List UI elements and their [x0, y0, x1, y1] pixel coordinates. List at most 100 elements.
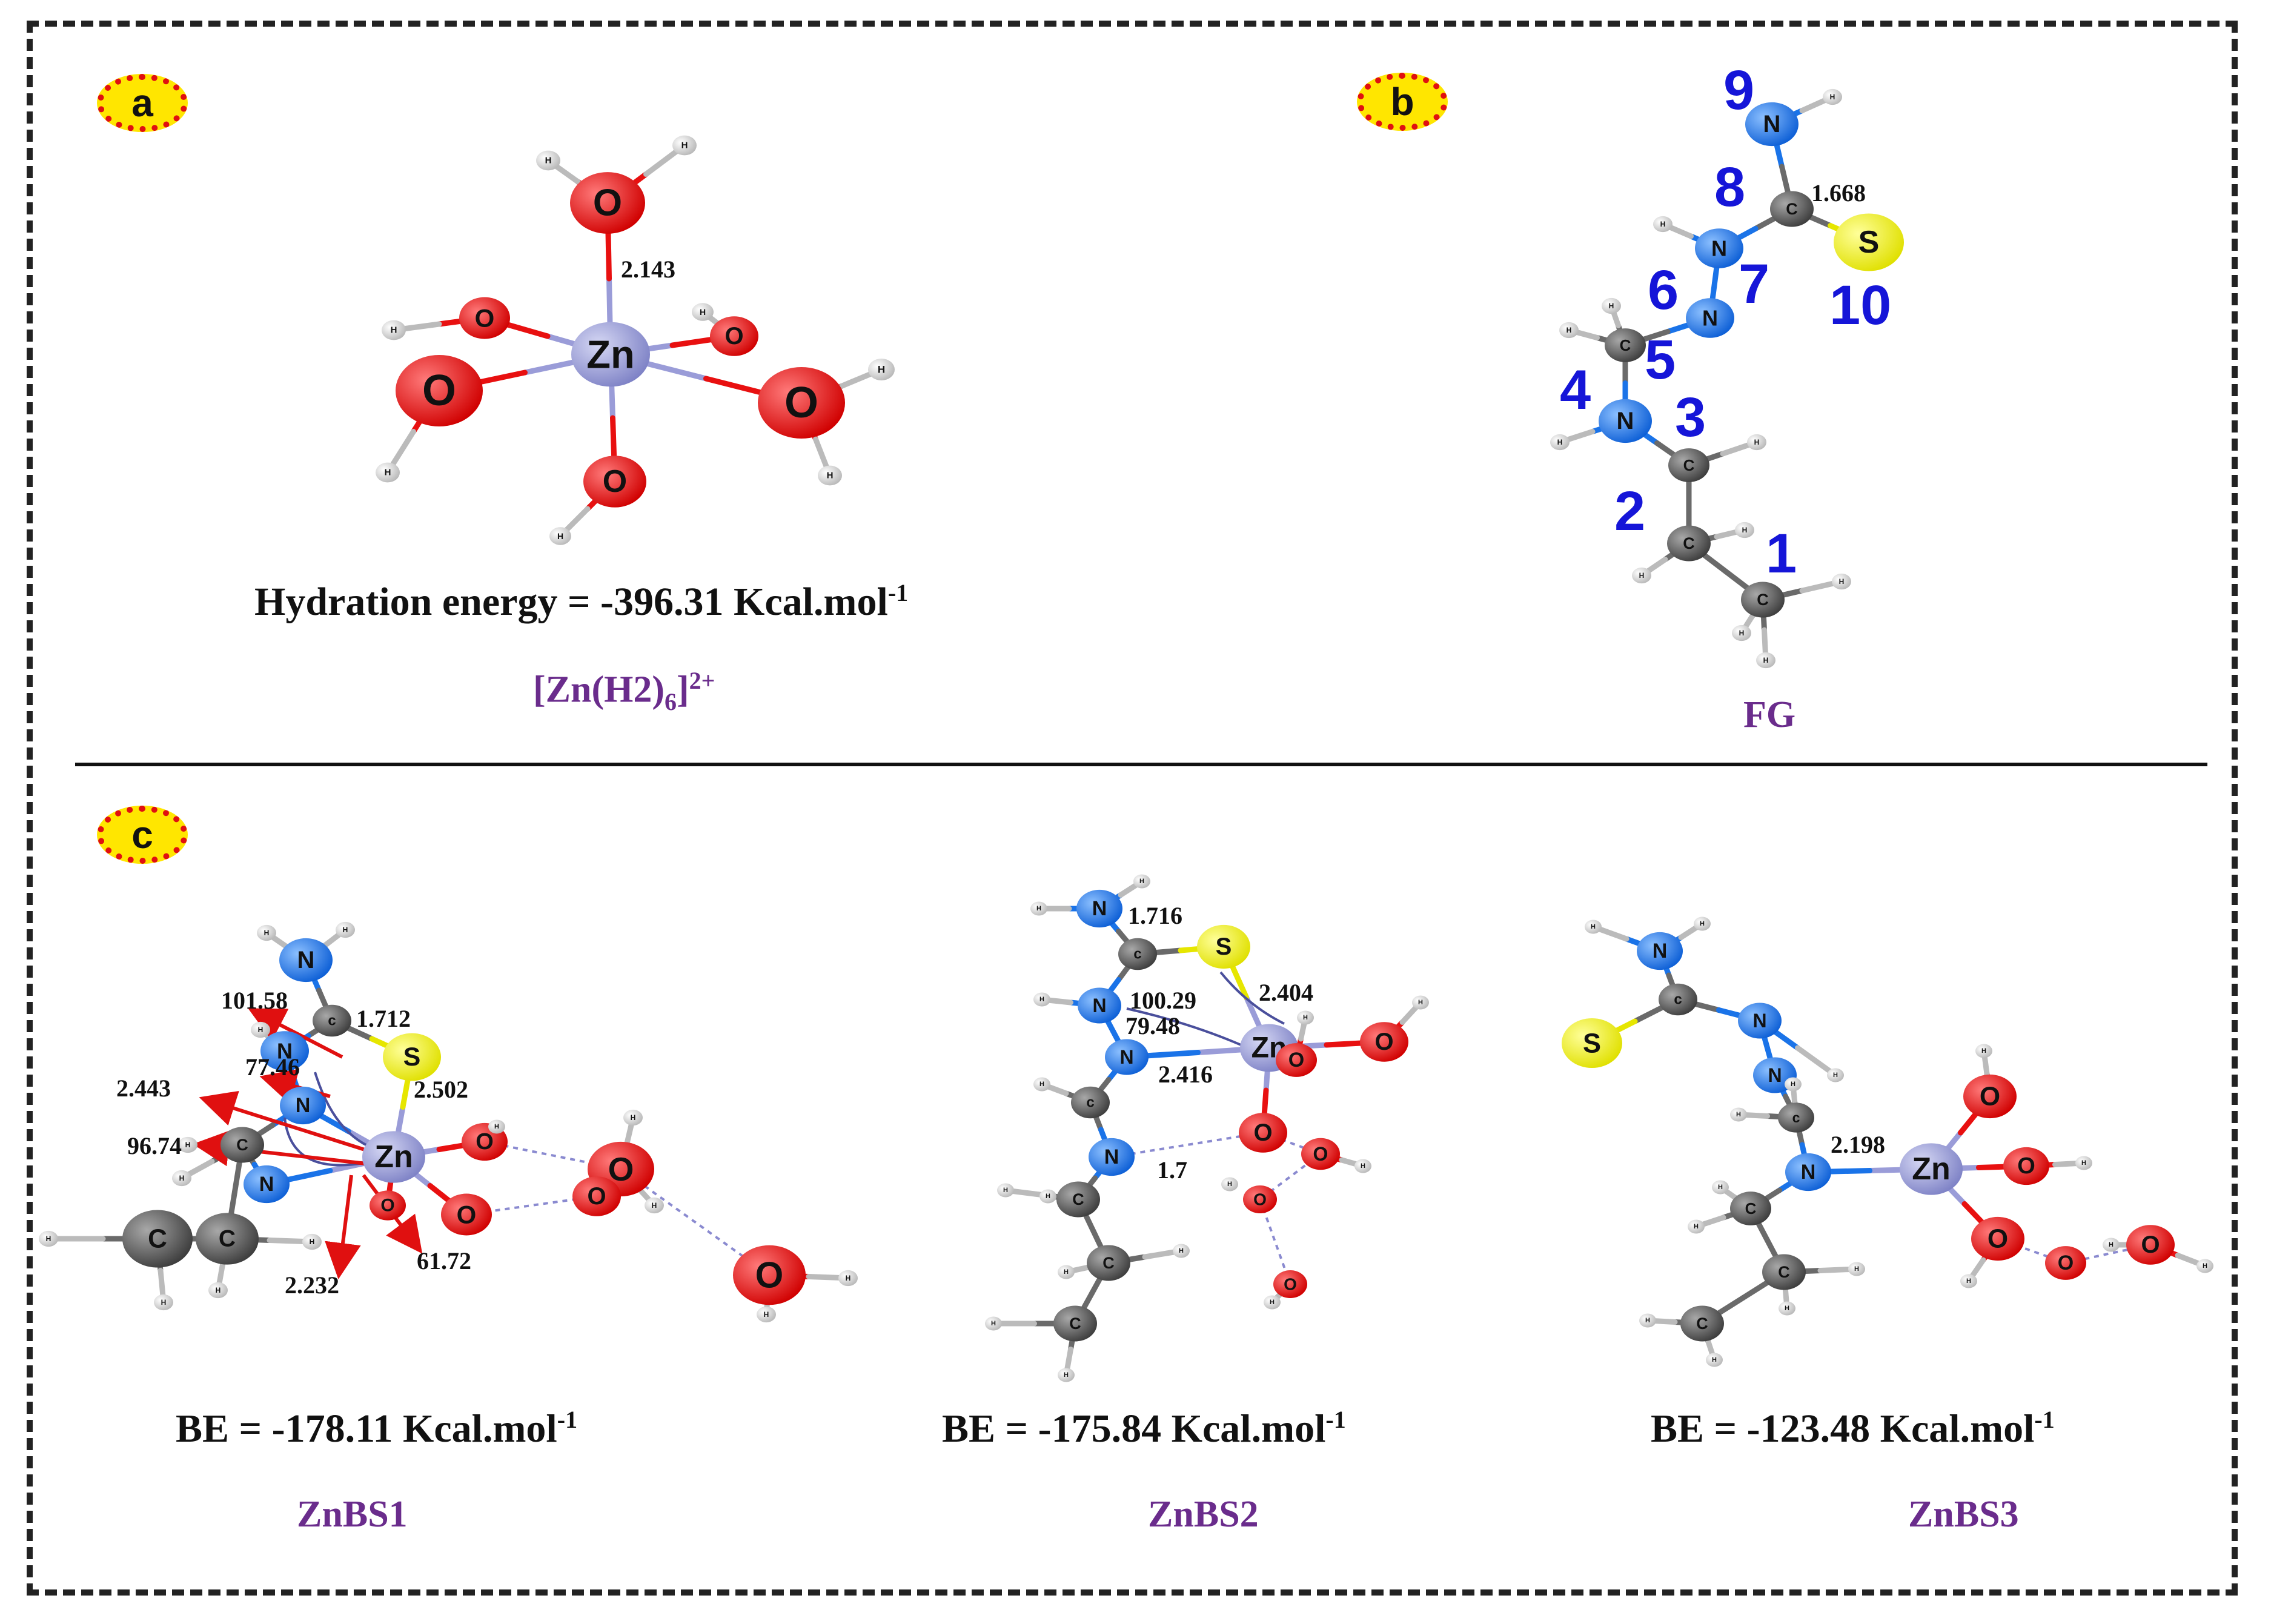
- hydrogen-atom: H: [2196, 1259, 2213, 1273]
- svg-text:Zn: Zn: [586, 333, 634, 377]
- hydrogen-atom: H: [1173, 1244, 1190, 1258]
- hydrogen-atom: H: [672, 135, 697, 156]
- svg-text:O: O: [422, 366, 456, 415]
- carbon-atom: C: [1741, 582, 1785, 618]
- svg-text:N: N: [1801, 1161, 1816, 1184]
- carbon-atom: C: [220, 1127, 264, 1163]
- carbon-atom: c: [1071, 1086, 1110, 1119]
- svg-text:H: H: [1742, 526, 1748, 534]
- hydrogen-atom: H: [172, 1170, 191, 1187]
- oxygen-atom: O: [1963, 1074, 2017, 1119]
- svg-text:O: O: [593, 182, 622, 224]
- svg-text:N: N: [297, 947, 315, 973]
- hydrogen-atom: H: [1639, 1313, 1656, 1328]
- hydrogen-atom: H: [1030, 901, 1047, 916]
- hydrogen-atom: H: [1354, 1159, 1371, 1173]
- svg-text:N: N: [1617, 408, 1634, 434]
- nitrogen-atom: N: [280, 1086, 326, 1125]
- section-divider: [75, 763, 2207, 766]
- sulfur-atom: S: [383, 1033, 441, 1081]
- svg-text:H: H: [1566, 326, 1572, 334]
- svg-text:S: S: [1216, 933, 1232, 960]
- hydrogen-atom: H: [757, 1306, 776, 1323]
- carbon-atom: C: [1053, 1305, 1097, 1342]
- oxygen-atom: O: [370, 1190, 406, 1221]
- svg-text:H: H: [1981, 1047, 1986, 1055]
- hydrogen-atom: H: [488, 1119, 505, 1134]
- hydrogen-atom: H: [985, 1316, 1002, 1331]
- svg-text:H: H: [1839, 577, 1845, 586]
- hydrogen-atom: H: [1033, 992, 1050, 1007]
- atom-number-2: 2: [1614, 480, 1645, 542]
- svg-text:H: H: [1039, 996, 1044, 1003]
- svg-text:C: C: [148, 1224, 167, 1254]
- hydrogen-atom: H: [2075, 1156, 2092, 1170]
- svg-text:H: H: [494, 1123, 499, 1130]
- svg-text:N: N: [1768, 1064, 1782, 1086]
- oxygen-atom: O: [1243, 1185, 1277, 1213]
- hydrogen-atom: H: [645, 1197, 664, 1214]
- hydrogen-atom: H: [1756, 652, 1775, 669]
- svg-text:H: H: [1694, 1223, 1699, 1230]
- svg-text:O: O: [2141, 1231, 2160, 1258]
- svg-text:H: H: [1791, 1081, 1795, 1088]
- atom-number-4: 4: [1560, 359, 1591, 421]
- svg-text:H: H: [681, 141, 688, 151]
- hydrogen-atom: H: [1058, 1368, 1075, 1382]
- hydrogen-atom: H: [1559, 322, 1579, 339]
- hydrogen-atom: H: [1550, 434, 1570, 451]
- svg-text:H: H: [310, 1238, 315, 1246]
- znbs2-label-5: 2.416: [1158, 1061, 1213, 1088]
- svg-text:C: C: [1757, 591, 1769, 609]
- hydrogen-atom: H: [1779, 1301, 1795, 1316]
- complex-name-suffix: ]: [677, 669, 689, 711]
- svg-text:O: O: [755, 1255, 784, 1296]
- svg-text:H: H: [545, 156, 552, 166]
- badge-b: b: [1357, 73, 1448, 131]
- svg-text:O: O: [784, 379, 818, 427]
- binding-energy-znbs3-text: BE = -123.48 Kcal.mol: [1651, 1407, 2035, 1451]
- svg-text:O: O: [1374, 1029, 1393, 1055]
- sulfur-atom: S: [1562, 1018, 1622, 1068]
- binding-energy-znbs3: BE = -123.48 Kcal.mol-1: [1651, 1405, 2055, 1452]
- oxygen-atom: O: [2126, 1225, 2175, 1265]
- oxygen-atom: O: [758, 366, 845, 439]
- hydrogen-atom: H: [549, 527, 571, 545]
- svg-text:H: H: [1303, 1014, 1308, 1021]
- svg-text:N: N: [1763, 111, 1781, 138]
- carbon-atom: C: [1668, 448, 1709, 482]
- svg-text:O: O: [380, 1196, 394, 1216]
- hydration-energy: Hydration energy = -396.31 Kcal.mol-1: [254, 578, 908, 625]
- carbon-atom: C: [1762, 1254, 1806, 1290]
- hydrogen-atom: H: [1221, 1177, 1238, 1191]
- znbs1-label-8: 61.72: [417, 1247, 471, 1274]
- nitrogen-atom: N: [1785, 1153, 1831, 1191]
- hydrogen-atom: H: [1297, 1010, 1314, 1025]
- svg-text:H: H: [1361, 1162, 1365, 1170]
- svg-text:H: H: [1763, 656, 1769, 665]
- hydrogen-atom: H: [1033, 1077, 1050, 1092]
- hydrogen-atom: H: [1712, 1180, 1729, 1195]
- znbs1-label-2: 1.712: [356, 1005, 411, 1032]
- svg-text:N: N: [277, 1039, 293, 1064]
- svg-text:N: N: [1711, 236, 1727, 261]
- nitrogen-atom: N: [1078, 987, 1121, 1024]
- oxygen-atom: O: [1276, 1043, 1317, 1077]
- oxygen-atom: O: [570, 172, 645, 234]
- oxygen-atom: O: [1971, 1216, 2024, 1261]
- svg-text:O: O: [1313, 1143, 1328, 1165]
- complex-name-a: [Zn(H2)6]2+: [533, 666, 715, 716]
- structure-name-znbs2: ZnBS2: [1148, 1494, 1259, 1535]
- binding-energy-znbs3-exp: -1: [2034, 1406, 2055, 1433]
- hydrogen-atom: H: [1730, 1107, 1747, 1122]
- svg-text:H: H: [1046, 1193, 1050, 1200]
- hydrogen-atom: H: [1960, 1274, 1977, 1288]
- hydrogen-atom: H: [1133, 874, 1150, 889]
- hydrogen-atom: H: [1832, 573, 1851, 590]
- svg-text:O: O: [1253, 1190, 1267, 1209]
- hydrogen-atom: H: [1653, 216, 1673, 233]
- hydrogen-atom: H: [868, 358, 895, 381]
- carbon-atom: c: [1778, 1102, 1814, 1133]
